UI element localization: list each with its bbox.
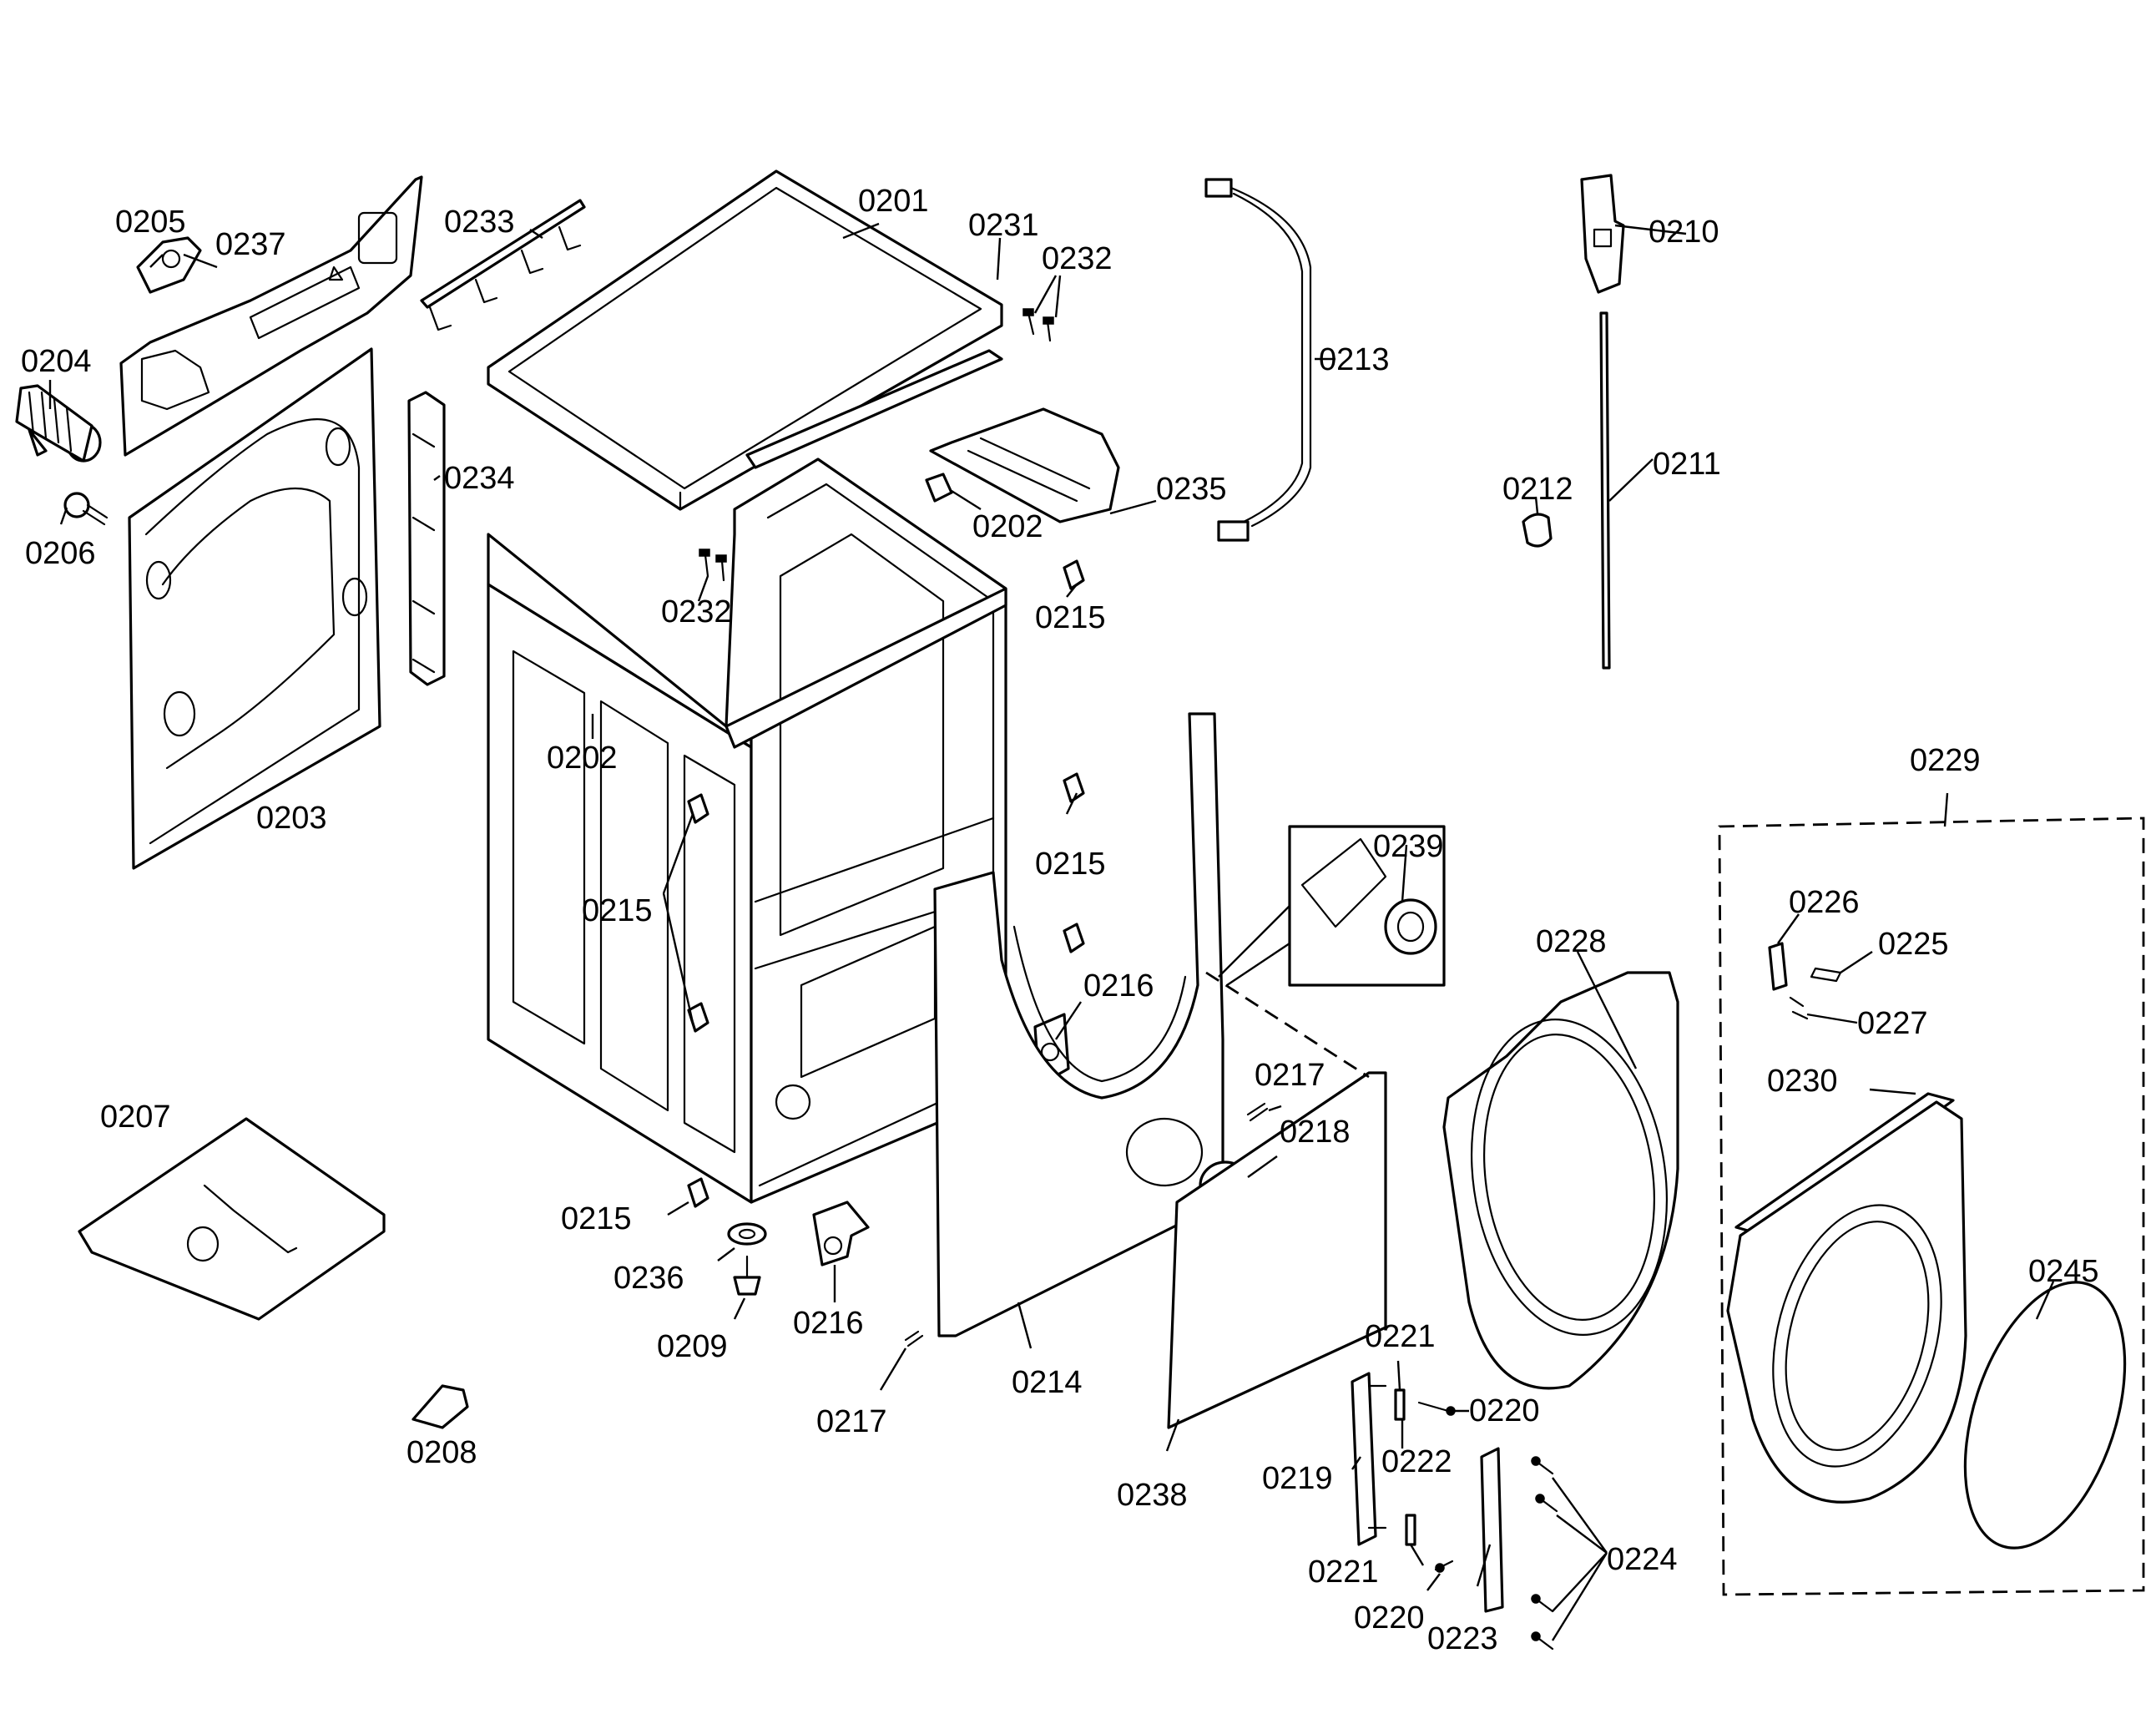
part-0220-screws — [1417, 1401, 1456, 1573]
part-0206-screw — [63, 492, 109, 526]
part-0236-washer — [727, 1222, 767, 1246]
part-0231-rail — [745, 349, 1003, 469]
label-0221-upper: 0221 — [1365, 1319, 1436, 1354]
label-0204: 0204 — [21, 344, 92, 379]
part-0239-inset — [1205, 825, 1446, 1079]
part-labels: 0205 0237 0204 0206 0203 0233 0234 0201 … — [21, 184, 2099, 1656]
label-0207: 0207 — [100, 1100, 171, 1135]
part-0219-hinge — [1351, 1372, 1387, 1546]
part-0202-clip-upper — [925, 473, 953, 503]
part-0209-foot — [733, 1255, 761, 1296]
part-0238-lower-panel — [1167, 1071, 1387, 1429]
part-0215-fasteners — [687, 559, 1085, 1208]
label-0213: 0213 — [1319, 342, 1390, 377]
label-0230: 0230 — [1767, 1064, 1838, 1099]
part-cabinet-body — [487, 458, 1007, 1204]
part-0223-strip — [1480, 1447, 1504, 1613]
part-0229-door-assembly — [1718, 817, 2145, 1596]
label-0215-upper: 0215 — [1035, 600, 1106, 635]
label-0224: 0224 — [1607, 1542, 1678, 1577]
part-0201-top-cover — [487, 169, 1003, 511]
label-0221-lower: 0221 — [1308, 1555, 1379, 1590]
part-0204 — [15, 384, 102, 463]
part-0228-door-frame — [1442, 971, 1679, 1390]
part-0203-rear-panel — [128, 347, 381, 870]
label-0211: 0211 — [1653, 447, 1721, 482]
label-0234: 0234 — [444, 461, 515, 496]
label-0227: 0227 — [1857, 1006, 1928, 1041]
label-0206: 0206 — [25, 536, 96, 571]
label-0237: 0237 — [215, 227, 286, 262]
part-0213-wire-harness — [1204, 178, 1312, 542]
label-0223: 0223 — [1427, 1621, 1498, 1656]
label-0218: 0218 — [1280, 1115, 1351, 1150]
leader-lines — [48, 222, 2055, 1641]
part-0207-accessory-bag — [78, 1117, 386, 1321]
part-0233-bracket — [420, 199, 586, 331]
part-0212-clip — [1522, 513, 1553, 548]
label-0208: 0208 — [406, 1435, 477, 1470]
label-0229: 0229 — [1910, 743, 1981, 778]
label-0209: 0209 — [657, 1329, 728, 1364]
label-0238: 0238 — [1117, 1478, 1188, 1513]
label-0205: 0205 — [115, 205, 186, 240]
part-0232-screws-top — [1022, 308, 1054, 342]
label-0220-upper: 0220 — [1469, 1393, 1540, 1428]
part-0210-switch — [1580, 174, 1625, 294]
label-0232-lower: 0232 — [661, 594, 732, 629]
part-0217-screws — [904, 1102, 1269, 1347]
label-0216-upper: 0216 — [1083, 968, 1154, 1004]
part-0232-screws-lower — [699, 549, 727, 582]
part-0237-rear-bracket — [119, 175, 423, 457]
label-0226: 0226 — [1789, 885, 1860, 920]
part-0224-screws — [1531, 1456, 1558, 1651]
part-0235-bracket — [929, 407, 1120, 523]
part-0216-bracket-lower — [812, 1201, 870, 1266]
label-0210: 0210 — [1649, 215, 1719, 250]
label-0219: 0219 — [1262, 1461, 1333, 1496]
label-0228: 0228 — [1536, 924, 1607, 959]
part-0225-0227 — [1768, 942, 1842, 1020]
label-0215-side: 0215 — [582, 893, 653, 928]
label-0216-lower: 0216 — [793, 1306, 864, 1341]
label-0217-lower: 0217 — [816, 1404, 887, 1439]
part-door-ring — [1726, 1100, 1967, 1504]
label-0225: 0225 — [1878, 927, 1949, 962]
part-0245-door-glass — [1963, 1281, 2127, 1550]
label-0239: 0239 — [1373, 829, 1444, 864]
label-0202-upper: 0202 — [972, 509, 1043, 544]
label-0231: 0231 — [968, 208, 1039, 243]
part-0208 — [412, 1384, 469, 1429]
label-0215-lower: 0215 — [561, 1201, 632, 1236]
part-0234-side-bracket — [407, 391, 446, 686]
label-0245: 0245 — [2028, 1254, 2099, 1289]
label-0217-upper: 0217 — [1255, 1058, 1325, 1093]
label-0212: 0212 — [1502, 472, 1573, 507]
label-0233: 0233 — [444, 205, 515, 240]
label-0203: 0203 — [256, 801, 327, 836]
part-0211-rod — [1599, 311, 1611, 670]
label-0202-lower: 0202 — [547, 741, 618, 776]
label-0232-top: 0232 — [1042, 241, 1113, 276]
label-0235: 0235 — [1156, 472, 1227, 507]
label-0214: 0214 — [1012, 1365, 1083, 1400]
label-0220-lower: 0220 — [1354, 1600, 1425, 1636]
part-0214-front-panel — [933, 712, 1224, 1337]
label-0236: 0236 — [613, 1261, 684, 1296]
label-0201: 0201 — [858, 184, 929, 219]
label-0222: 0222 — [1381, 1444, 1452, 1479]
label-0215-mid: 0215 — [1035, 847, 1106, 882]
part-0205 — [136, 236, 202, 294]
